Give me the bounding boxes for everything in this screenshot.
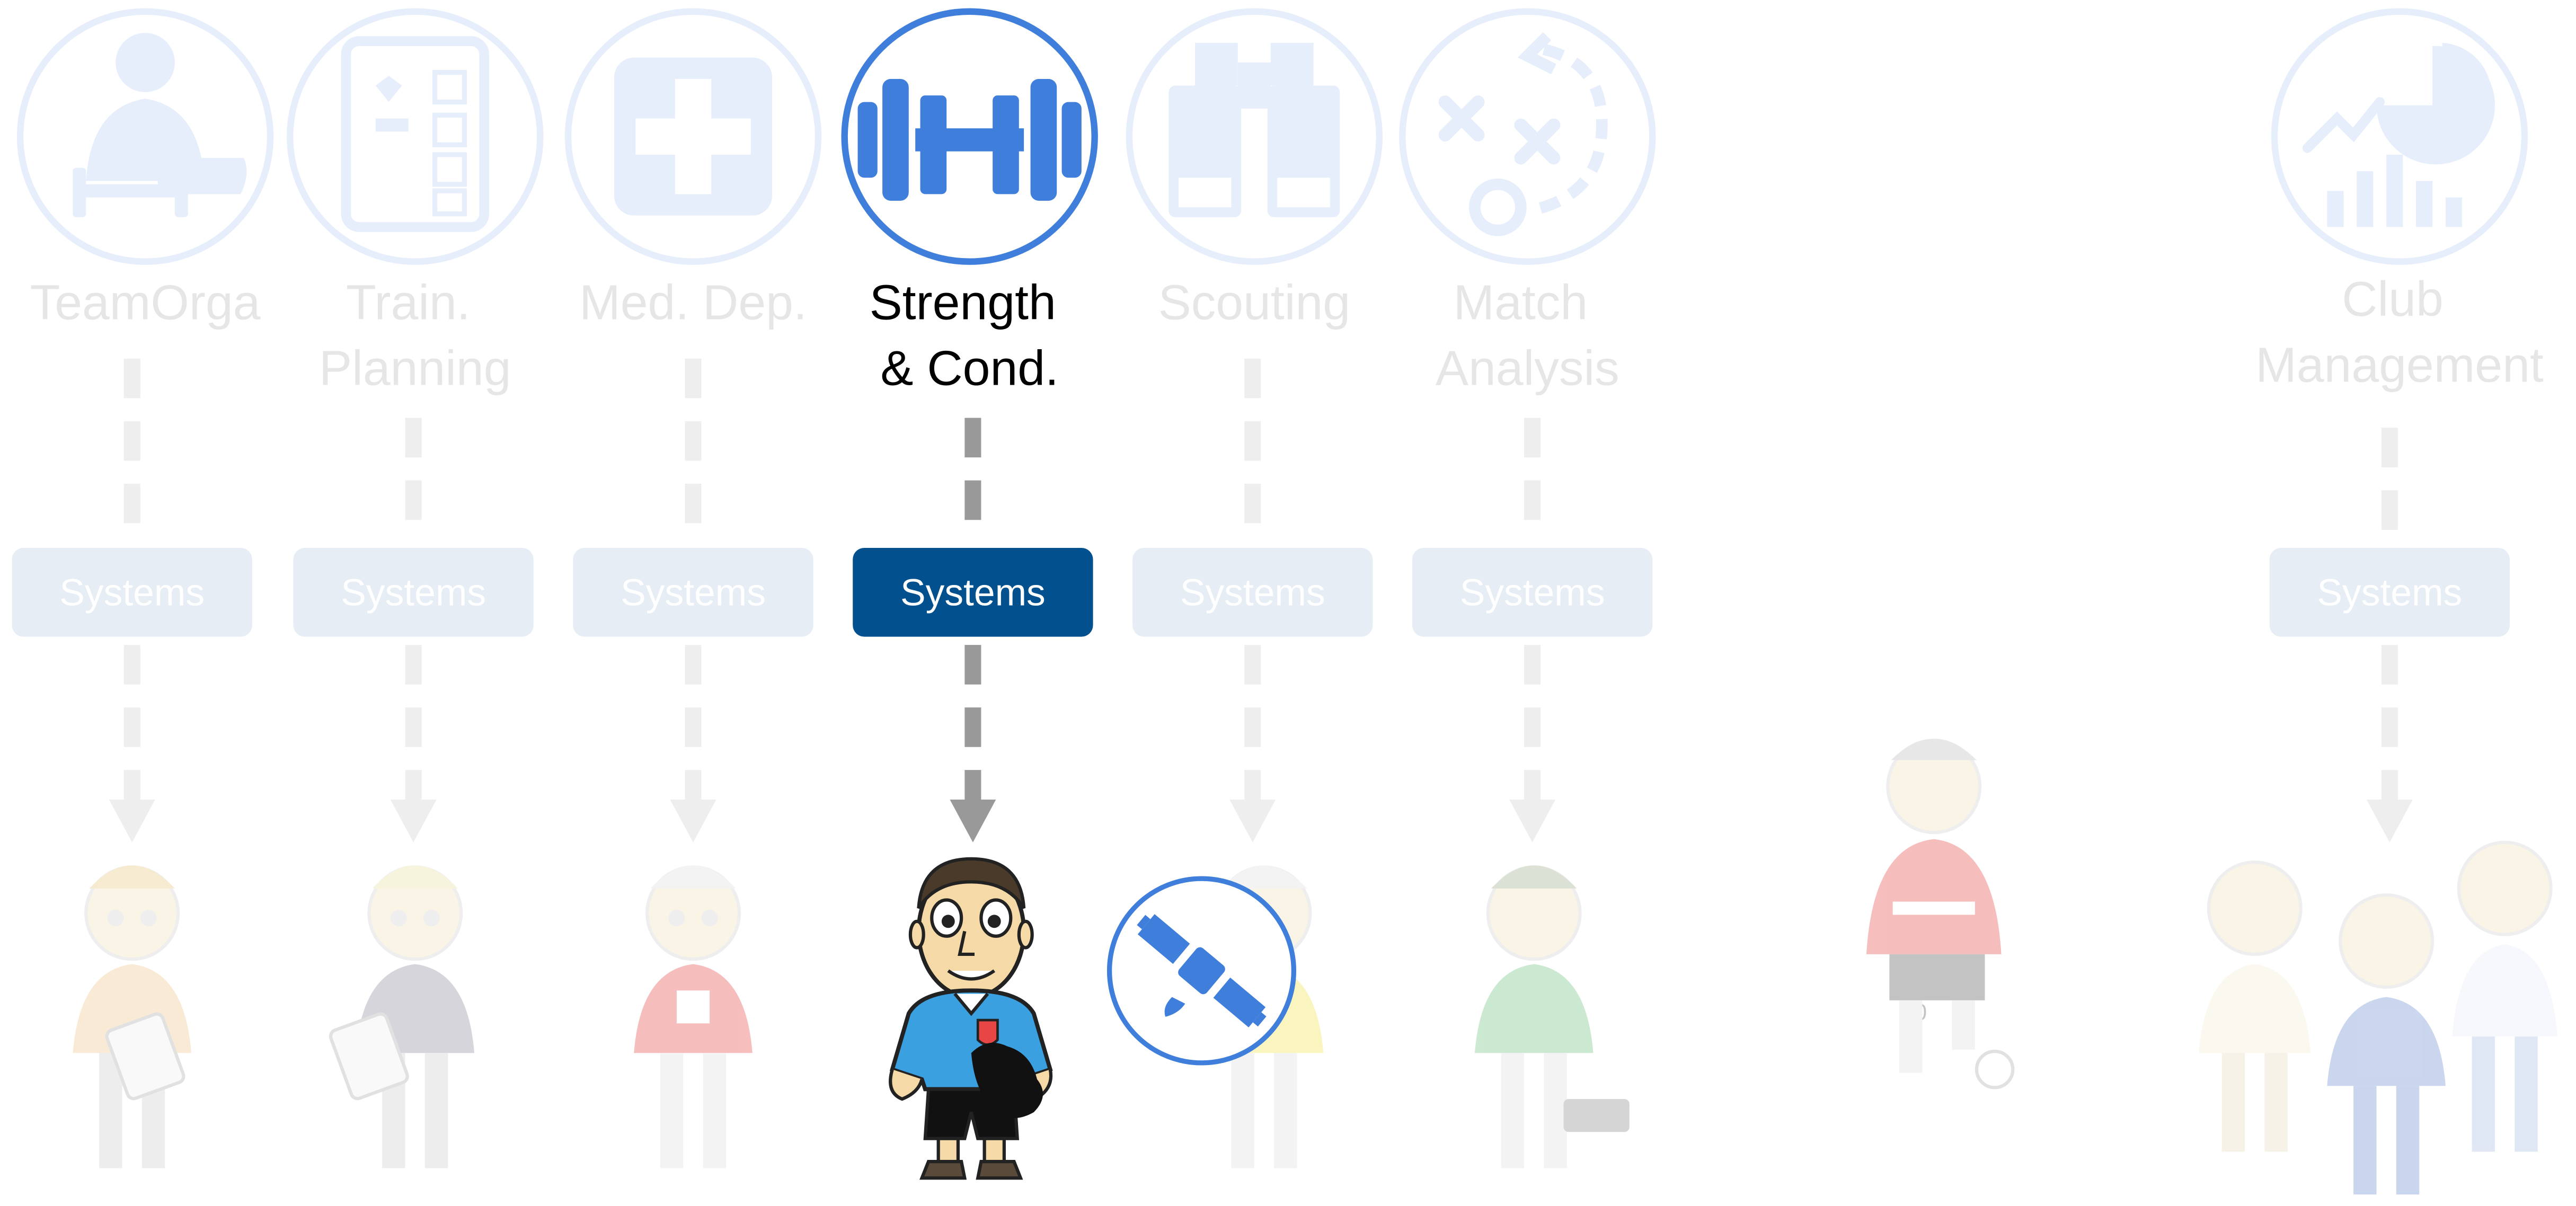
systems-box-medical-department[interactable]: Systems <box>573 547 813 637</box>
label-line: Med. Dep. <box>579 274 807 330</box>
department-label-strength-conditioning: Strength & Cond. <box>870 274 1070 395</box>
football-player-icon: 10 <box>1866 739 2015 1089</box>
column-club-management: Club Management Systems <box>2199 8 2558 1195</box>
medical-cross-icon[interactable] <box>564 8 822 265</box>
three-club-executives <box>2199 840 2558 1195</box>
training-checklist-icon[interactable] <box>287 8 544 265</box>
dumbbell-icon[interactable] <box>841 8 1098 265</box>
systems-label: Systems <box>341 572 486 614</box>
binoculars-icon[interactable] <box>1126 8 1383 265</box>
systems-box-training-planning[interactable]: Systems <box>293 547 534 637</box>
systems-box-strength-conditioning[interactable]: Systems <box>853 547 1093 637</box>
jersey-number: 10 <box>1901 1000 1927 1025</box>
systems-box-scouting[interactable]: Systems <box>1132 547 1373 637</box>
department-label-medical-department: Med. Dep. <box>579 274 807 330</box>
column-teamorga: TeamOrga Systems <box>12 8 274 1168</box>
systems-label: Systems <box>59 572 205 614</box>
column-match-analysis: Match Analysis Systems <box>1399 8 1656 1168</box>
analyst-with-camera <box>1474 865 1630 1168</box>
team-manager-with-clipboard <box>73 865 191 1168</box>
label-line: Match <box>1454 274 1588 330</box>
label-line: Train. <box>346 274 471 330</box>
label-line: Club <box>2342 271 2444 326</box>
coach-with-weights-and-boot-icon[interactable] <box>16 8 274 265</box>
systems-label: Systems <box>621 572 766 614</box>
label-line: Planning <box>319 341 511 396</box>
systems-label: Systems <box>1180 572 1325 614</box>
business-charts-icon[interactable] <box>2271 8 2528 265</box>
systems-box-teamorga[interactable]: Systems <box>12 547 252 637</box>
satellite-icon <box>1106 876 1297 1066</box>
tactics-board-icon[interactable] <box>1399 8 1656 265</box>
column-training-planning: Train. Planning Systems <box>287 8 544 1168</box>
doctor-in-red-shirt <box>634 865 753 1168</box>
systems-label: Systems <box>1460 572 1605 614</box>
department-label-training-planning: Train. Planning <box>319 274 511 395</box>
department-label-scouting: Scouting <box>1158 274 1350 330</box>
systems-label: Systems <box>2317 572 2462 614</box>
label-line: Strength <box>870 274 1056 330</box>
label-line: Management <box>2255 337 2544 392</box>
coach-with-tablet <box>329 865 475 1168</box>
label-line: Scouting <box>1158 274 1350 330</box>
systems-box-club-management[interactable]: Systems <box>2269 547 2510 637</box>
label-line: & Cond. <box>880 341 1059 396</box>
label-line: Analysis <box>1436 341 1619 396</box>
column-medical-department: Med. Dep. Systems <box>564 8 822 1168</box>
systems-box-match-analysis[interactable]: Systems <box>1412 547 1653 637</box>
department-label-match-analysis: Match Analysis <box>1436 274 1619 395</box>
column-strength-conditioning: Strength & Cond. Systems <box>841 8 1098 1180</box>
label-line: TeamOrga <box>30 274 261 330</box>
systems-label: Systems <box>900 572 1046 614</box>
department-label-club-management: Club Management <box>2255 271 2544 392</box>
fitness-coach-in-blue-shirt <box>889 857 1053 1180</box>
department-label-teamorga: TeamOrga <box>30 274 261 330</box>
